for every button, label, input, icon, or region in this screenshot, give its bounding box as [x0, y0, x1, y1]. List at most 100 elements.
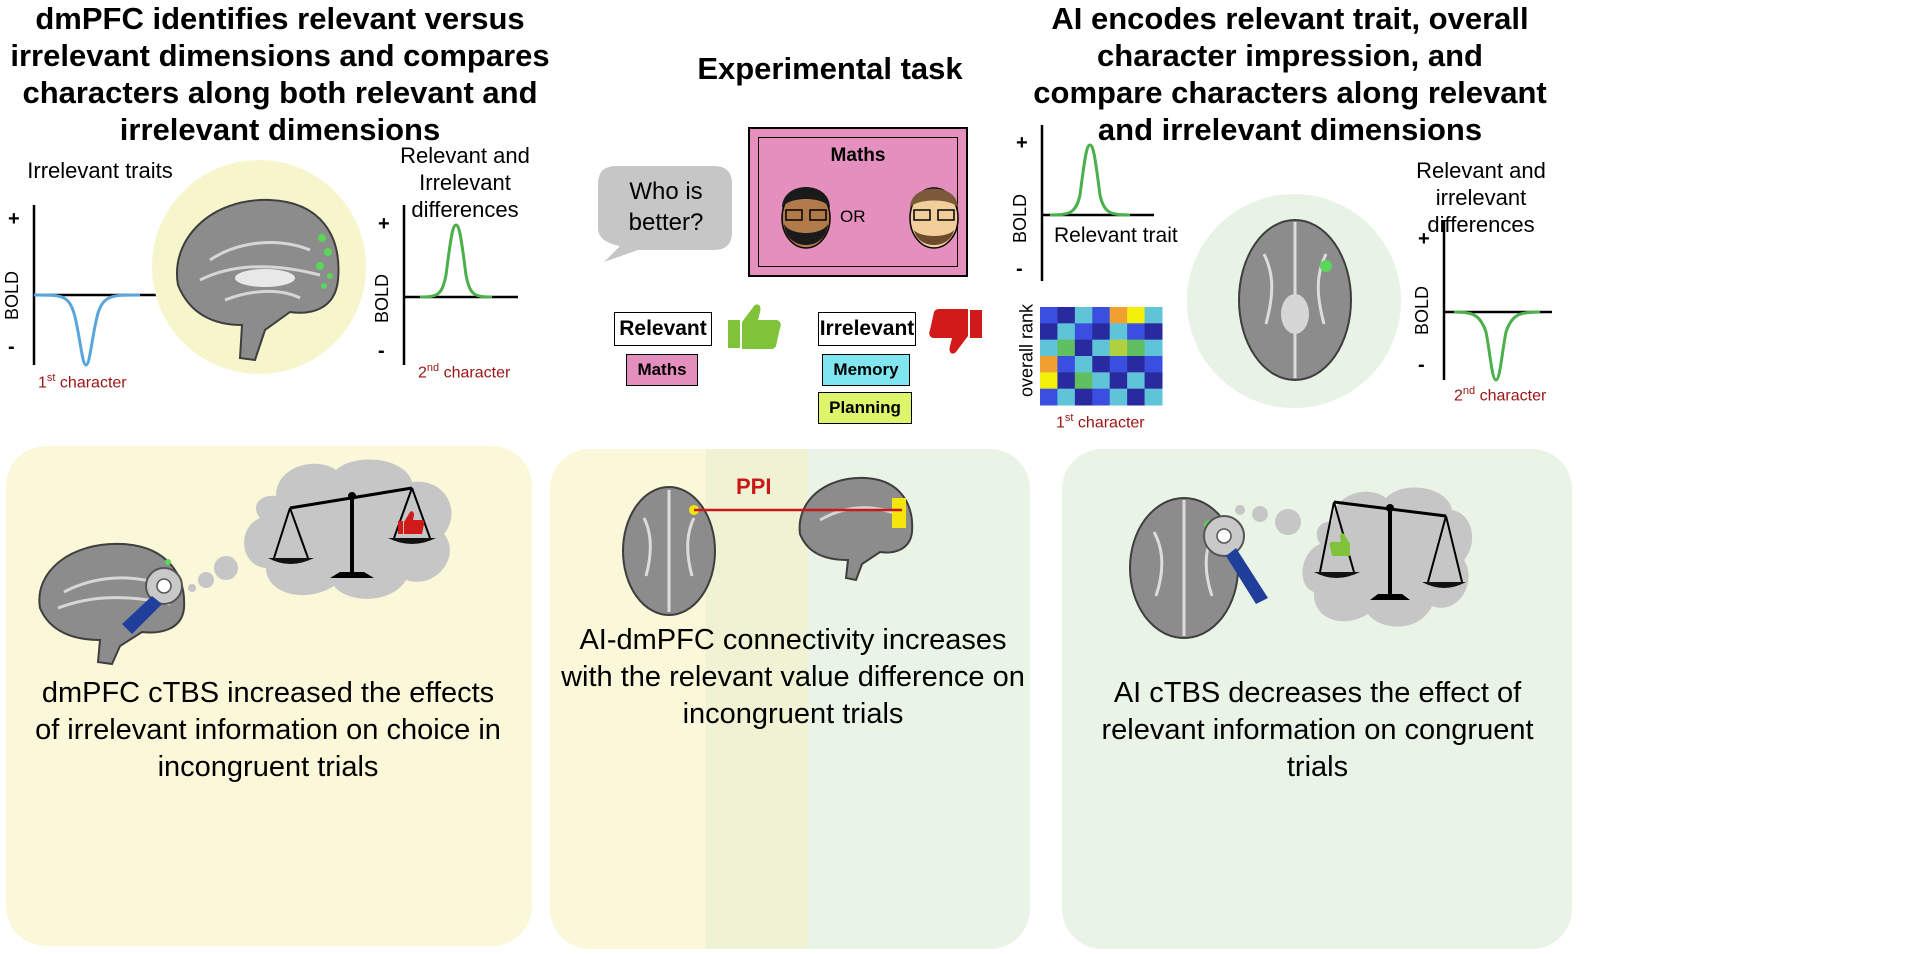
heatmap-xlabel: 1st character — [1056, 412, 1145, 432]
bottom-middle-overlap — [706, 449, 808, 949]
heatmap-cell — [1092, 372, 1111, 390]
heatmap-cell — [1144, 323, 1163, 341]
heatmap-cell — [1092, 323, 1111, 341]
heatmap-cell — [1144, 339, 1163, 357]
heatmap-cell — [1074, 307, 1093, 324]
plot1-minus: - — [8, 336, 15, 358]
heatmap-cell — [1144, 356, 1163, 373]
rplot2-minus: - — [1418, 354, 1425, 376]
or-label: OR — [840, 207, 866, 226]
heatmap-cell — [1040, 356, 1058, 373]
heatmap-cell — [1109, 372, 1128, 390]
green-peak-curve-right — [1049, 143, 1131, 217]
right-differences-label: Relevant and irrelevant differences — [1416, 158, 1546, 237]
heatmap-cell — [1074, 356, 1093, 373]
relevant-trait-label: Relevant trait — [1054, 224, 1178, 247]
thumbs-up-icon — [728, 304, 781, 349]
irrelevant-box: Irrelevant — [818, 312, 916, 346]
heatmap-cell — [1092, 339, 1111, 357]
heatmap-cell — [1092, 307, 1111, 324]
heatmap-cell — [1074, 323, 1093, 341]
right-differences-plot — [1442, 220, 1552, 382]
right-title: AI encodes relevant trait, overall chara… — [1033, 1, 1547, 147]
plot1-plus: + — [8, 208, 20, 230]
heatmap-cell — [1144, 388, 1163, 406]
thought-cloud-left — [244, 459, 452, 599]
speech-bubble-text: Who is better? — [628, 178, 704, 236]
balance-scale-left-icon — [268, 486, 436, 578]
face-character-2-icon — [909, 187, 959, 249]
heatmap-cell — [1057, 388, 1076, 406]
heatmap-cell — [1057, 307, 1076, 324]
relevant-differences-plot — [402, 205, 518, 365]
plot2-plus: + — [378, 213, 390, 235]
heatmap-cell — [1109, 323, 1128, 341]
overall-rank-heatmap — [1040, 307, 1163, 406]
heatmap-cell — [1109, 388, 1128, 406]
heatmap-cell — [1127, 388, 1146, 406]
rplot2-plus: + — [1418, 228, 1430, 250]
plot1-ylabel: BOLD — [2, 270, 23, 321]
bottom-middle-caption: AI-dmPFC connectivity increases with the… — [561, 624, 1025, 730]
heatmap-cell — [1092, 388, 1111, 406]
ppi-label: PPI — [736, 474, 772, 499]
rplot2-xlabel: 2nd character — [1454, 385, 1547, 405]
heatmap-cell — [1127, 356, 1146, 373]
heatmap-cell — [1109, 307, 1128, 324]
maths-card-title: Maths — [830, 145, 886, 166]
plot2-xlabel: 2nd character — [418, 362, 511, 382]
heatmap-cell — [1074, 339, 1093, 357]
plot2-ylabel: BOLD — [372, 273, 393, 324]
heatmap-cell — [1040, 323, 1058, 341]
rplot1-ylabel: BOLD — [1010, 193, 1031, 244]
heatmap-cell — [1127, 339, 1146, 357]
face-character-1-icon — [781, 187, 831, 249]
rplot1-plus: + — [1016, 132, 1028, 154]
heatmap-cell — [1109, 356, 1128, 373]
sagittal-brain-ppi-image — [798, 476, 914, 582]
blue-dip-curve — [33, 293, 141, 367]
balance-scale-right-icon — [1314, 500, 1466, 600]
relevant-irrelevant-differences-label: Relevant and Irrelevant differences — [400, 143, 530, 222]
heatmap-ylabel: overall rank — [1016, 303, 1037, 398]
relevant-trait-plot — [1040, 125, 1154, 281]
heatmap-cell — [1057, 323, 1076, 341]
heatmap-cell — [1092, 356, 1111, 373]
thumbs-down-icon — [929, 309, 982, 354]
green-peak-curve — [419, 223, 493, 299]
heatmap-cell — [1144, 307, 1163, 324]
bottom-left-caption: dmPFC cTBS increased the effects of irre… — [35, 677, 501, 783]
heatmap-cell — [1040, 372, 1058, 390]
heatmap-cell — [1074, 388, 1093, 406]
heatmap-cell — [1057, 356, 1076, 373]
tms-coil-right-icon — [1203, 515, 1268, 604]
tms-coil-left-icon — [122, 567, 183, 634]
heatmap-cell — [1127, 323, 1146, 341]
thought-cloud-right — [1302, 487, 1473, 627]
plot2-minus: - — [378, 340, 385, 362]
bottom-right-caption: AI cTBS decreases the effect of relevant… — [1101, 677, 1534, 783]
tag-maths: Maths — [626, 354, 698, 386]
speech-bubble — [598, 166, 732, 262]
heatmap-cell — [1040, 339, 1058, 357]
ppi-connection-line — [694, 508, 902, 512]
thought-dots-left — [188, 556, 238, 592]
irrelevant-traits-label: Irrelevant traits — [27, 158, 173, 183]
rplot2-ylabel: BOLD — [1412, 285, 1433, 336]
relevant-box: Relevant — [614, 312, 712, 346]
irrelevant-traits-plot — [32, 205, 158, 367]
axial-brain-ppi-image — [622, 486, 716, 616]
thought-dots-right — [1235, 505, 1301, 535]
heatmap-cell — [1057, 372, 1076, 390]
heatmap-cell — [1040, 307, 1058, 324]
tag-planning: Planning — [818, 392, 912, 424]
tag-memory: Memory — [822, 354, 910, 386]
axial-brain-image — [1238, 219, 1352, 381]
middle-title: Experimental task — [697, 51, 963, 86]
heatmap-cell — [1057, 339, 1076, 357]
heatmap-cell — [1040, 388, 1058, 406]
heatmap-cell — [1109, 339, 1128, 357]
sagittal-brain-image — [175, 198, 340, 362]
heatmap-cell — [1127, 307, 1146, 324]
heatmap-cell — [1127, 372, 1146, 390]
